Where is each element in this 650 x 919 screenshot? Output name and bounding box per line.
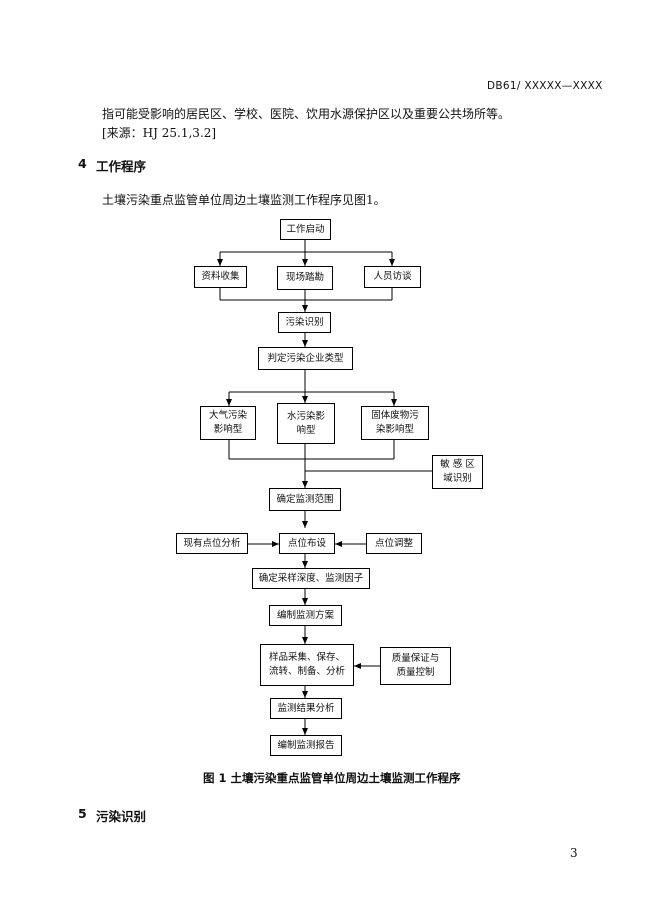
document-code: DB61/ XXXXX—XXXX (487, 80, 603, 92)
step-site-survey: 现场踏勘 (277, 266, 333, 290)
type-water-pollution: 水污染影 响型 (277, 403, 335, 444)
step-monitoring-scope: 确定监测范围 (269, 488, 341, 511)
step-collect-data: 资料收集 (194, 266, 247, 288)
step-quality-control: 质量保证与 质量控制 (380, 647, 451, 685)
step-existing-points: 现有点位分析 (176, 533, 248, 554)
step-start: 工作启动 (280, 219, 331, 240)
step-point-layout: 点位布设 (279, 533, 335, 554)
step-pollution-identification: 污染识别 (278, 312, 331, 333)
step-result-analysis: 监测结果分析 (270, 698, 342, 719)
step-interview: 人员访谈 (364, 266, 421, 288)
step-classify-enterprise: 判定污染企业类型 (258, 347, 353, 370)
type-air-pollution: 大气污染 影响型 (200, 406, 256, 440)
section-4-intro: 土壤污染重点监管单位周边土壤监测工作程序见图1。 (102, 193, 386, 207)
step-monitoring-plan: 编制监测方案 (269, 605, 342, 626)
step-sensitive-area: 敏 感 区 域识别 (432, 455, 483, 489)
step-report: 编制监测报告 (270, 735, 342, 756)
section-5-title: 污染识别 (96, 809, 147, 824)
figure-caption: 图 1 土壤污染重点监管单位周边土壤监测工作程序 (203, 771, 461, 785)
type-solid-waste: 固体废物污 染影响型 (361, 406, 429, 440)
definition-source: [来源：HJ 25.1,3.2] (102, 126, 217, 140)
section-5-number: 5 (78, 806, 87, 821)
section-4-title: 工作程序 (96, 159, 147, 174)
step-depth-factors: 确定采样深度、监测因子 (252, 568, 370, 589)
section-4-number: 4 (78, 156, 87, 171)
step-point-adjustment: 点位调整 (366, 533, 422, 554)
page-number: 3 (570, 846, 578, 860)
definition-text: 指可能受影响的居民区、学校、医院、饮用水源保护区以及重要公共场所等。 (102, 107, 511, 121)
step-sampling: 样品采集、保存、 流转、制备、分析 (260, 644, 354, 686)
